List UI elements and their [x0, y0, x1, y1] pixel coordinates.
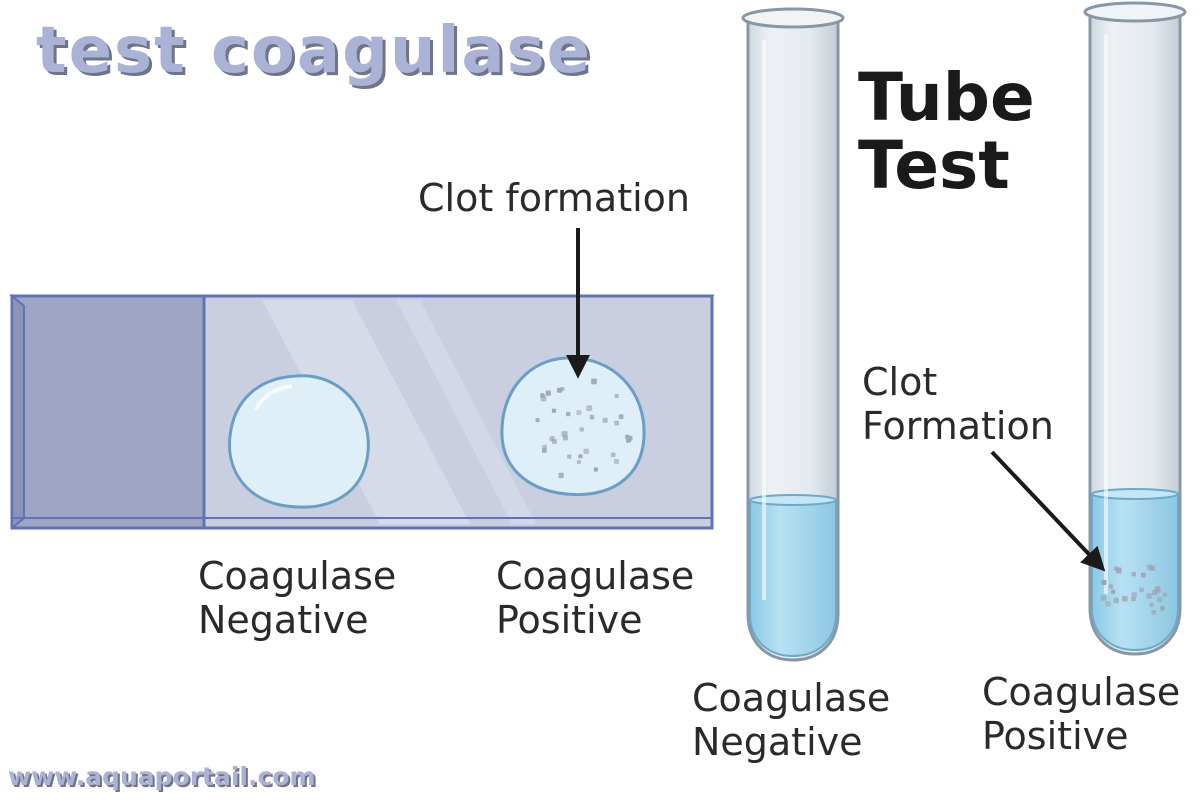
tube-clot-arrow — [990, 450, 1106, 572]
clot-particle — [576, 410, 582, 415]
tube-positive-label: Coagulase Positive — [982, 670, 1180, 758]
clot-particle — [566, 411, 571, 417]
slide-negative-label-line1: Coagulase — [198, 554, 397, 598]
clot-particle — [610, 452, 616, 458]
clot-particle — [567, 454, 572, 459]
tube-clot-annotation-line1: Clot — [862, 360, 938, 404]
clot-particle — [618, 414, 624, 420]
clot-particle — [578, 454, 583, 459]
clot-particle — [551, 408, 556, 413]
clot-particle — [542, 448, 547, 453]
clot-particle — [1113, 597, 1119, 604]
tube-negative-label-line2: Negative — [692, 720, 863, 764]
tube-clot-particles — [1100, 564, 1167, 615]
negative-tube-rim — [741, 7, 845, 29]
clot-particle — [549, 436, 555, 442]
clot-particle — [563, 435, 568, 441]
tube-test-heading-line1: Tube — [858, 59, 1035, 136]
clot-particle — [1146, 593, 1152, 599]
tube-positive-label-line2: Positive — [982, 714, 1129, 758]
clot-particle — [1149, 602, 1154, 607]
tube-positive-label-line1: Coagulase — [982, 670, 1181, 714]
slide-frosted-side — [11, 293, 25, 531]
positive-drop — [500, 356, 646, 497]
slide-frosted-end — [10, 294, 206, 530]
clot-particle — [1162, 592, 1167, 597]
clot-particle — [542, 444, 547, 450]
tube-clot-annotation: Clot Formation — [862, 360, 1054, 448]
clot-particle — [1111, 589, 1116, 594]
negative-tube-meniscus — [749, 494, 837, 506]
page-title: test coagulase — [36, 14, 593, 88]
clot-particle — [1101, 579, 1107, 586]
clot-particle — [1121, 595, 1128, 602]
clot-particle — [1157, 597, 1163, 603]
clot-particle — [1141, 572, 1146, 578]
slide-clot-particles — [535, 378, 633, 479]
negative-tube — [741, 7, 845, 662]
clot-particle — [1152, 590, 1158, 596]
clot-particle — [1131, 572, 1136, 577]
slide-positive-label-line2: Positive — [496, 598, 643, 642]
clot-particle — [1149, 565, 1156, 571]
clot-particle — [1139, 587, 1144, 593]
clot-particle — [558, 472, 564, 479]
clot-particle — [583, 448, 589, 455]
clot-particle — [579, 427, 584, 432]
clot-particle — [1131, 596, 1136, 602]
negative-drop — [228, 374, 370, 509]
clot-particle — [593, 467, 598, 472]
slide-reflection — [396, 300, 536, 524]
clot-particle — [613, 458, 619, 464]
tube-negative-label: Coagulase Negative — [692, 676, 890, 764]
clot-particle — [589, 414, 595, 420]
clot-particle — [557, 387, 562, 393]
clot-particle — [1160, 605, 1165, 611]
clot-particle — [586, 405, 593, 412]
slide-reflection — [262, 300, 470, 524]
clot-particle — [1131, 592, 1137, 598]
tube-test-heading-line2: Test — [858, 127, 1010, 204]
clot-particle — [1151, 610, 1157, 615]
negative-tube-liquid — [749, 499, 837, 658]
slide-negative-label: Coagulase Negative — [198, 554, 396, 642]
clot-particle — [545, 390, 551, 396]
clot-particle — [1108, 584, 1113, 589]
positive-tube — [1083, 1, 1187, 656]
clot-particle — [627, 435, 633, 441]
tube-negative-label-line1: Coagulase — [692, 676, 891, 720]
clot-particle — [576, 460, 581, 465]
clot-particle — [1105, 601, 1111, 607]
clot-particle — [614, 393, 619, 398]
slide-positive-label: Coagulase Positive — [496, 554, 694, 642]
negative-drop-shine — [254, 384, 293, 411]
slide-negative-label-line2: Negative — [198, 598, 369, 642]
slide-clot-annotation: Clot formation — [418, 176, 690, 220]
watermark-url: www.aquaportail.com — [8, 762, 316, 791]
tube-test-heading: Tube Test — [858, 64, 1035, 200]
clot-particle — [614, 420, 620, 426]
clot-particle — [535, 418, 540, 423]
clot-particle — [1100, 595, 1107, 601]
positive-tube-rim — [1083, 1, 1187, 23]
clot-particle — [591, 378, 597, 385]
tube-clot-annotation-line2: Formation — [862, 404, 1054, 448]
slide-positive-label-line1: Coagulase — [496, 554, 695, 598]
clot-particle — [540, 393, 545, 398]
positive-tube-meniscus — [1091, 488, 1179, 500]
clot-particle — [602, 417, 608, 423]
clot-particle — [1113, 566, 1119, 571]
